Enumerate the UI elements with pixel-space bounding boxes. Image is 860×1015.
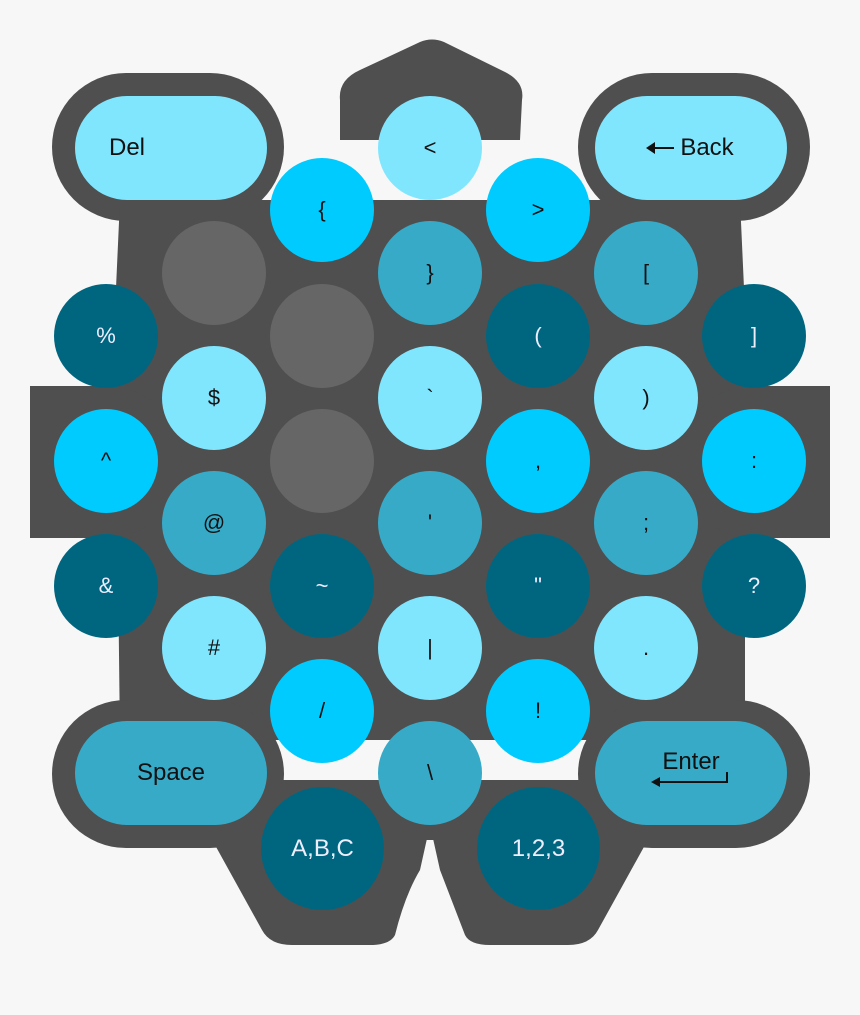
key-apostrophe[interactable]: ' <box>378 471 482 575</box>
number-mode-label: 1,2,3 <box>511 834 566 862</box>
backspace-key[interactable]: Back <box>595 96 787 200</box>
key-exclamation[interactable]: ! <box>486 659 590 763</box>
key-right-bracket[interactable]: ] <box>702 284 806 388</box>
abc-mode-label: A,B,C <box>291 834 354 862</box>
key-caret-label: ^ <box>100 448 112 473</box>
key-pipe[interactable]: | <box>378 596 482 700</box>
key-semicolon-label: ; <box>642 510 650 535</box>
key-backtick-label: ` <box>426 385 434 410</box>
key-double-quote-label: " <box>534 573 542 598</box>
key-greater-than-label: > <box>531 197 545 222</box>
back-arrow-icon <box>646 142 675 154</box>
key-right-paren-label: ) <box>642 385 650 410</box>
key-caret[interactable]: ^ <box>54 409 158 513</box>
key-double-quote[interactable]: " <box>486 534 590 638</box>
key-right-bracket-label: ] <box>750 323 758 348</box>
key-left-paren[interactable]: ( <box>486 284 590 388</box>
key-slash-label: / <box>318 698 326 723</box>
key-period[interactable]: . <box>594 596 698 700</box>
key-at-label: @ <box>202 510 226 535</box>
key-comma-label: , <box>534 448 542 473</box>
key-question-label: ? <box>747 573 761 598</box>
key-right-paren[interactable]: ) <box>594 346 698 450</box>
backspace-key-label: Back <box>680 134 734 161</box>
key-slash[interactable]: / <box>270 659 374 763</box>
empty-key <box>270 284 374 388</box>
key-question[interactable]: ? <box>702 534 806 638</box>
key-ampersand-label: & <box>98 573 114 598</box>
key-greater-than[interactable]: > <box>486 158 590 262</box>
enter-key-label: Enter <box>662 748 720 775</box>
key-less-than[interactable]: < <box>378 96 482 200</box>
key-ampersand[interactable]: & <box>54 534 158 638</box>
space-key-label: Space <box>136 759 206 786</box>
key-semicolon[interactable]: ; <box>594 471 698 575</box>
key-colon-label: : <box>750 448 758 473</box>
number-mode-key[interactable]: 1,2,3 <box>477 787 600 910</box>
key-backtick[interactable]: ` <box>378 346 482 450</box>
key-exclamation-label: ! <box>534 698 542 723</box>
key-tilde-label: ~ <box>315 573 329 598</box>
key-less-than-label: < <box>423 135 437 160</box>
key-backslash-label: \ <box>426 760 434 785</box>
key-percent[interactable]: % <box>54 284 158 388</box>
key-apostrophe-label: ' <box>427 510 433 535</box>
key-hash-label: # <box>207 635 221 660</box>
enter-key[interactable]: Enter <box>595 721 787 825</box>
enter-return-icon <box>651 772 728 787</box>
key-right-brace-label: } <box>426 260 434 285</box>
empty-key <box>270 409 374 513</box>
delete-key-label: Del <box>109 134 146 161</box>
key-left-brace[interactable]: { <box>270 158 374 262</box>
key-percent-label: % <box>96 323 116 348</box>
key-tilde[interactable]: ~ <box>270 534 374 638</box>
key-dollar[interactable]: $ <box>162 346 266 450</box>
empty-key <box>162 221 266 325</box>
abc-mode-key[interactable]: A,B,C <box>261 787 384 910</box>
key-left-brace-label: { <box>318 197 326 222</box>
key-comma[interactable]: , <box>486 409 590 513</box>
key-dollar-label: $ <box>207 385 221 410</box>
key-pipe-label: | <box>427 635 433 660</box>
key-left-bracket-label: [ <box>642 260 650 285</box>
key-at[interactable]: @ <box>162 471 266 575</box>
key-colon[interactable]: : <box>702 409 806 513</box>
key-left-paren-label: ( <box>534 323 542 348</box>
key-left-bracket[interactable]: [ <box>594 221 698 325</box>
key-right-brace[interactable]: } <box>378 221 482 325</box>
delete-key[interactable]: Del <box>75 96 267 200</box>
key-backslash[interactable]: \ <box>378 721 482 825</box>
space-key[interactable]: Space <box>75 721 267 825</box>
key-hash[interactable]: # <box>162 596 266 700</box>
key-period-label: . <box>642 635 650 660</box>
